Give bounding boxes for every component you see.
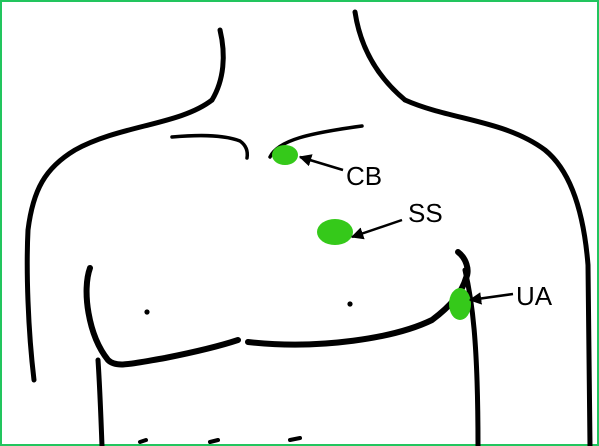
left-collarbone (172, 136, 247, 158)
left-shoulder-outline (27, 100, 212, 380)
right-pectoral-outline (248, 252, 468, 345)
right-shoulder-outline (405, 100, 590, 446)
label-cb: CB (346, 161, 382, 191)
label-ua: UA (516, 281, 553, 311)
arrow-ua (470, 294, 513, 300)
neck-right-outline (355, 12, 405, 100)
bottom-marks (140, 438, 300, 442)
right-nipple (347, 301, 352, 306)
left-pectoral-outline (87, 268, 238, 364)
arrow-cb (300, 157, 343, 170)
neck-left-outline (212, 30, 223, 100)
marker-ua (449, 288, 471, 320)
left-nipple (144, 309, 149, 314)
marker-cb (272, 145, 298, 165)
arrow-ss (352, 220, 402, 237)
marker-ss (317, 219, 353, 245)
left-side-torso-line (98, 360, 102, 446)
label-ss: SS (408, 198, 443, 228)
